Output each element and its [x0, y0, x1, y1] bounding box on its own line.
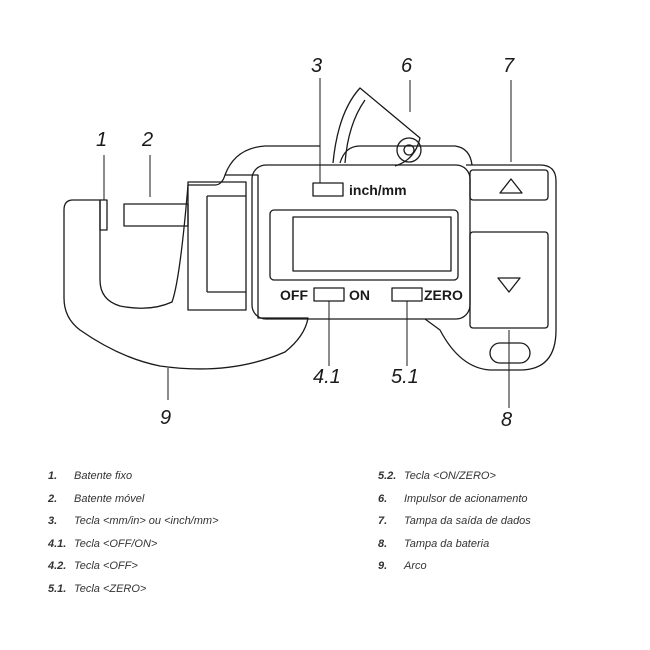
- side-housing: [424, 164, 557, 371]
- legend-item: 9. Arco: [378, 560, 531, 583]
- label-zero: ZERO: [424, 287, 463, 303]
- legend-item: 5.1. Tecla <ZERO>: [48, 583, 219, 606]
- callout-2: 2: [141, 129, 153, 151]
- movable-anvil: [123, 203, 189, 227]
- legend-item: 4.2. Tecla <OFF>: [48, 560, 219, 583]
- legend-num: 5.1.: [48, 582, 67, 595]
- battery-oval: [489, 342, 531, 364]
- up-arrow-icon: [499, 178, 523, 194]
- callout-41: 4.1: [313, 366, 341, 388]
- callout-7: 7: [503, 55, 515, 77]
- legend-item: 1. Batente fixo: [48, 470, 219, 493]
- label-on: ON: [349, 287, 370, 303]
- key-inch-mm[interactable]: [312, 182, 344, 197]
- legend-item: 2. Batente móvel: [48, 493, 219, 516]
- legend-item: 3. Tecla <mm/in> ou <inch/mm>: [48, 515, 219, 538]
- legend-num: 2.: [48, 492, 58, 505]
- legend-num: 4.1.: [48, 537, 67, 550]
- legend-text: Tampa da saída de dados: [404, 515, 531, 527]
- legend-item: 7. Tampa da saída de dados: [378, 515, 531, 538]
- legend-text: Tecla <OFF/ON>: [74, 537, 158, 550]
- legend-num: 5.2.: [378, 470, 397, 482]
- legend-item: 5.2. Tecla <ON/ZERO>: [378, 470, 531, 493]
- legend-num: 8.: [378, 537, 388, 550]
- legend-item: 4.1. Tecla <OFF/ON>: [48, 538, 219, 561]
- legend-num: 3.: [48, 515, 58, 527]
- battery-cover[interactable]: [469, 231, 549, 329]
- legend-text: Impulsor de acionamento: [404, 492, 528, 505]
- fixed-anvil: [99, 199, 108, 231]
- callout-51: 5.1: [391, 366, 419, 388]
- actuator-lever: [332, 87, 422, 167]
- data-output-cover[interactable]: [469, 169, 549, 201]
- legend-text: Tecla <ON/ZERO>: [404, 470, 496, 482]
- key-off-on[interactable]: [313, 287, 345, 302]
- callout-9: 9: [160, 407, 171, 429]
- lcd-display: [269, 209, 459, 281]
- spindle-sleeve: [187, 181, 247, 311]
- callout-3: 3: [311, 55, 322, 77]
- legend-text: Tecla <OFF>: [74, 560, 138, 572]
- frame-arc: [63, 174, 309, 370]
- legend-text: Arco: [404, 560, 427, 572]
- micrometer-diagram: 1 2 3 6 7 4.1 5.1 9 8 inch/mm OFF ON ZER…: [63, 55, 557, 431]
- rear-housing: [224, 145, 473, 176]
- callout-1: 1: [96, 129, 107, 151]
- legend-num: 9.: [378, 560, 388, 572]
- label-inch-mm: inch/mm: [349, 182, 407, 198]
- callout-6: 6: [401, 55, 413, 77]
- legend-num: 7.: [378, 515, 388, 527]
- legend-right: 5.2. Tecla <ON/ZERO> 6. Impulsor de acio…: [378, 470, 531, 583]
- legend-left: 1. Batente fixo 2. Batente móvel 3. Tecl…: [48, 470, 219, 605]
- label-off: OFF: [280, 287, 308, 303]
- legend-num: 1.: [48, 470, 58, 482]
- legend-item: 6. Impulsor de acionamento: [378, 493, 531, 516]
- legend-item: 8. Tampa da bateria: [378, 538, 531, 561]
- legend-text: Batente fixo: [74, 470, 133, 482]
- legend-text: Batente móvel: [74, 492, 145, 505]
- legend-num: 4.2.: [48, 560, 67, 572]
- callout-8: 8: [501, 409, 512, 431]
- down-arrow-icon: [497, 277, 521, 293]
- legend-num: 6.: [378, 492, 388, 505]
- legend-text: Tecla <ZERO>: [74, 582, 147, 595]
- legend-text: Tampa da bateria: [404, 537, 490, 550]
- legend-text: Tecla <mm/in> ou <inch/mm>: [74, 515, 219, 527]
- key-zero[interactable]: [391, 287, 423, 302]
